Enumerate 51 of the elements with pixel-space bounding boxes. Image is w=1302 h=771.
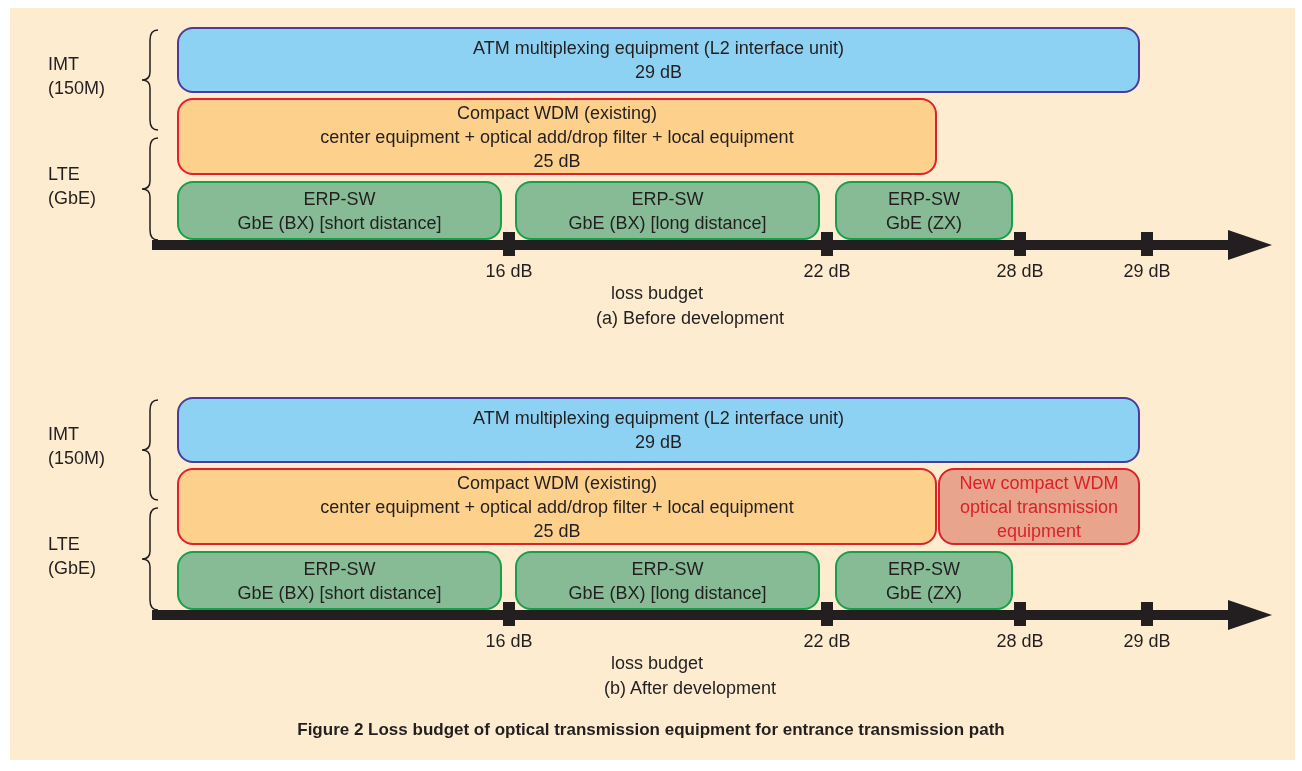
equipment-bar [177, 98, 937, 175]
tick-label: 22 dB [803, 630, 851, 653]
bar-label: center equipment + optical add/drop filter + local equipment [320, 125, 794, 149]
equipment-bar [515, 551, 820, 610]
equipment-bar [515, 181, 820, 240]
bar-label: New compact WDM optical transmission equipment [958, 471, 1120, 543]
group-label: IMT (150M) [48, 53, 105, 100]
group-label: LTE (GbE) [48, 163, 96, 210]
equipment-bar [177, 551, 502, 610]
figure-caption: Figure 2 Loss budget of optical transmission equipment for entrance transmission path [296, 720, 1006, 740]
bar-label: 25 dB [533, 519, 581, 543]
bar-label: 29 dB [634, 61, 682, 84]
bar-label: 29 dB [634, 431, 682, 454]
group-label: IMT (150M) [48, 423, 105, 470]
bar-label: GbE (BX) [short distance] [237, 581, 442, 605]
equipment-bar [177, 181, 502, 240]
new-equipment-bar [938, 468, 1140, 545]
bar-label: ATM multiplexing equipment (L2 interface unit) [473, 37, 844, 60]
equipment-bar [177, 27, 1140, 93]
tick-label: 28 dB [996, 260, 1044, 283]
tick-label: 16 dB [485, 630, 533, 653]
bar-label: ERP-SW [888, 557, 960, 581]
tick-label: 28 dB [996, 630, 1044, 653]
bar-label: GbE (ZX) [886, 581, 962, 605]
group-label: LTE (GbE) [48, 533, 96, 580]
bar-label: 25 dB [533, 149, 581, 173]
axis-title: loss budget [611, 282, 704, 305]
bar-label: GbE (BX) [long distance] [568, 581, 767, 605]
bar-label: GbE (BX) [long distance] [568, 211, 767, 235]
panel-caption: (b) After development [604, 677, 777, 700]
equipment-bar [177, 468, 937, 545]
bar-label: ERP-SW [631, 557, 704, 581]
tick-label: 16 dB [485, 260, 533, 283]
equipment-bar [177, 397, 1140, 463]
bar-label: ERP-SW [631, 187, 704, 211]
bar-label: center equipment + optical add/drop filter + local equipment [320, 495, 794, 519]
tick-label: 22 dB [803, 260, 851, 283]
bar-label: ATM multiplexing equipment (L2 interface unit) [473, 407, 844, 430]
panel-caption: (a) Before development [596, 307, 785, 330]
axis-title: loss budget [611, 652, 704, 675]
equipment-bar [835, 551, 1013, 610]
bar-label: Compact WDM (existing) [457, 471, 657, 495]
tick-label: 29 dB [1123, 630, 1171, 653]
bar-label: ERP-SW [303, 557, 376, 581]
equipment-bar [835, 181, 1013, 240]
bar-label: GbE (BX) [short distance] [237, 211, 442, 235]
bar-label: ERP-SW [303, 187, 376, 211]
bar-label: GbE (ZX) [886, 211, 962, 235]
tick-label: 29 dB [1123, 260, 1171, 283]
bar-label: Compact WDM (existing) [457, 101, 657, 125]
bar-label: ERP-SW [888, 187, 960, 211]
